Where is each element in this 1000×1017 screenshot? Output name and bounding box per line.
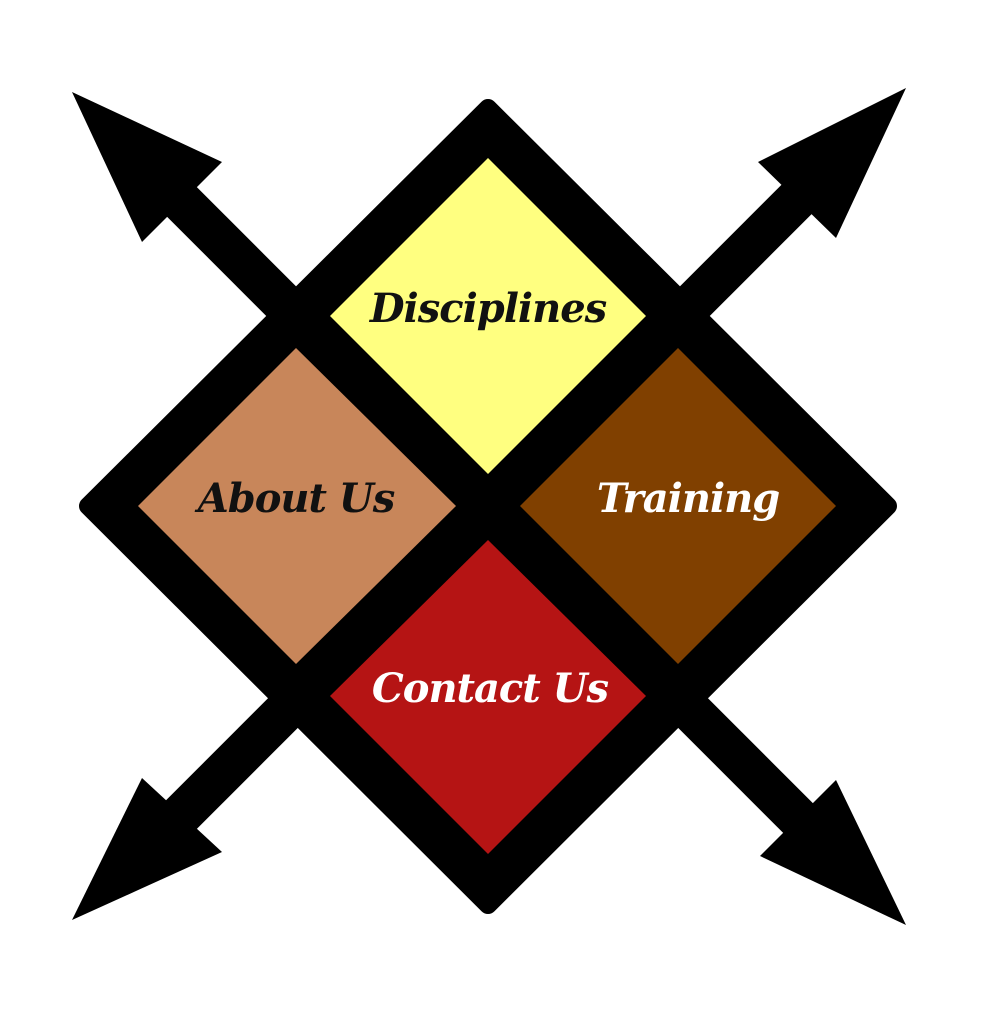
tile-training-label: Training — [597, 475, 779, 522]
nav-tile-contact-us[interactable]: Contact Us — [330, 540, 646, 854]
nav-tile-training[interactable]: Training — [520, 348, 836, 664]
tile-about-us-label: About Us — [194, 475, 395, 522]
tile-contact-us-shape — [330, 540, 646, 854]
tile-about-us-shape — [138, 348, 456, 664]
nav-tile-about-us[interactable]: About Us — [138, 348, 456, 664]
diamond-frame — [79, 99, 897, 914]
tile-disciplines-label: Disciplines — [369, 285, 607, 332]
tile-contact-us-label: Contact Us — [372, 665, 609, 712]
nav-tile-disciplines[interactable]: Disciplines — [330, 158, 646, 474]
tile-disciplines-shape — [330, 158, 646, 474]
tile-training-shape — [520, 348, 836, 664]
